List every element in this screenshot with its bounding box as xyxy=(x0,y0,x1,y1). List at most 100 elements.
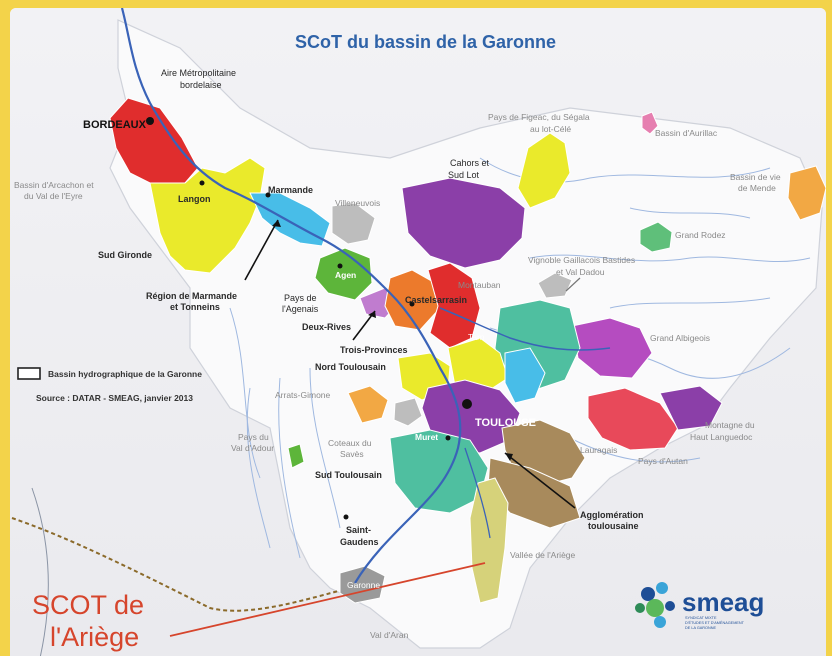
city-saint-gaudens-2: Gaudens xyxy=(340,537,379,547)
territory-ariege xyxy=(469,477,509,604)
label-agglo-2: toulousaine xyxy=(588,521,639,531)
territory-figeac xyxy=(517,132,571,209)
arrow-ariege-callout xyxy=(169,562,486,637)
label-nord-toulousain: Nord Toulousain xyxy=(315,362,386,372)
territory-val-adour xyxy=(287,443,305,469)
territory-villeneuvois xyxy=(331,202,376,245)
label-sud-gironde: Sud Gironde xyxy=(98,250,152,260)
label-grand-rodez: Grand Rodez xyxy=(675,230,726,240)
label-mende-1: Bassin de vie xyxy=(730,172,781,182)
label-cahors-1: Cahors et xyxy=(450,158,490,168)
territory-agen xyxy=(314,247,373,301)
territory-sud-gironde xyxy=(149,157,266,274)
label-pays-autan: Pays d'Autan xyxy=(638,456,688,466)
label-mende-2: de Mende xyxy=(738,183,776,193)
territory-mende xyxy=(787,165,826,221)
callout-line-2: l'Ariège xyxy=(50,622,139,652)
logo-sub-1: SYNDICAT MIXTE xyxy=(685,616,717,620)
tributaries xyxy=(229,157,811,559)
label-vignoble-1: Vignoble Gaillacois Bastides xyxy=(528,255,635,265)
label-bassin-arcachon-1: Bassin d'Arcachon et xyxy=(14,180,94,190)
label-val-aran: Val d'Aran xyxy=(370,630,409,640)
city-marmande: Marmande xyxy=(268,185,313,195)
logo-dot-6 xyxy=(654,616,666,628)
legend-source: Source : DATAR - SMEAG, janvier 2013 xyxy=(36,393,193,403)
label-cahors-2: Sud Lot xyxy=(448,170,480,180)
tarn-river xyxy=(439,307,611,351)
label-val-adour-1: Pays du xyxy=(238,432,269,442)
city-castelsarrasin: Castelsarrasin xyxy=(405,295,467,305)
label-sud-toulousain: Sud Toulousain xyxy=(315,470,382,480)
legend-swatch xyxy=(17,367,41,380)
label-deux-rives: Deux-Rives xyxy=(302,322,351,332)
label-val-adour-2: Val d'Adour xyxy=(231,443,274,453)
city-bordeaux: BORDEAUX xyxy=(83,119,147,131)
coastline xyxy=(31,487,49,656)
logo-dot-4 xyxy=(635,603,645,613)
map-title: SCoT du bassin de la Garonne xyxy=(295,32,556,52)
territory-montauban xyxy=(427,262,481,349)
label-coteaux-1: Coteaux du xyxy=(328,438,372,448)
muret-dot xyxy=(445,435,451,441)
castelsarrasin-dot xyxy=(409,301,415,307)
city-langon: Langon xyxy=(178,194,211,204)
city-saint-gaudens-1: Saint- xyxy=(346,525,371,535)
logo-dot-1 xyxy=(641,587,655,601)
label-aire-metro-2: bordelaise xyxy=(180,80,222,90)
logo-sub-2: D'ÉTUDES ET D'AMÉNAGEMENT xyxy=(685,620,745,625)
label-pays-agenais-1: Pays de xyxy=(284,293,317,303)
label-region-marmande-2: et Tonneins xyxy=(170,302,220,312)
label-river-tarn: Tarn xyxy=(468,332,485,342)
arrow-head xyxy=(505,453,513,461)
label-aurillac: Bassin d'Aurillac xyxy=(655,128,718,138)
arrow-vignoble xyxy=(565,277,581,292)
marmande-dot xyxy=(265,192,271,198)
city-muret: Muret xyxy=(415,432,438,442)
label-montagne-1: Montagne du xyxy=(705,420,755,430)
label-arrats: Arrats-Gimone xyxy=(275,390,331,400)
territory-coteaux xyxy=(347,385,389,424)
territory-aurillac xyxy=(641,111,659,135)
label-lauragais: Lauragais xyxy=(580,445,617,455)
smeag-logo: smeag SYNDICAT MIXTE D'ÉTUDES ET D'AMÉNA… xyxy=(635,582,764,630)
garonne-river xyxy=(120,8,462,584)
label-villeneuvois: Villeneuvois xyxy=(335,198,380,208)
territory-cahors xyxy=(401,177,526,269)
ariege-river xyxy=(464,447,491,539)
territory-grand-rodez xyxy=(639,221,673,253)
logo-dot-5 xyxy=(665,601,675,611)
logo-name: smeag xyxy=(682,587,764,617)
agen-dot xyxy=(337,263,343,269)
callout-line-1: SCOT de xyxy=(32,590,144,620)
langon-dot xyxy=(199,180,205,186)
label-vallee-ariege: Vallée de l'Ariège xyxy=(510,550,576,560)
territory-albigeois xyxy=(571,317,653,379)
logo-dot-3 xyxy=(646,599,664,617)
logo-sub-3: DE LA GARONNE xyxy=(685,626,716,630)
label-bassin-arcachon-2: du Val de l'Eyre xyxy=(24,191,83,201)
arrow-agglo xyxy=(504,452,576,509)
label-aire-metro-1: Aire Métropolitaine xyxy=(161,68,236,78)
city-agen: Agen xyxy=(335,270,356,280)
arrow-marmande xyxy=(244,219,279,281)
bordeaux-dot xyxy=(146,117,154,125)
territory-haut-languedoc xyxy=(659,385,723,431)
territory-castelsarrasin xyxy=(384,269,441,331)
label-figeac-1: Pays de Figeac, du Ségala xyxy=(488,112,590,122)
label-vignoble-2: et Val Dadou xyxy=(556,267,605,277)
label-montauban: Montauban xyxy=(458,280,501,290)
logo-dot-2 xyxy=(656,582,668,594)
label-grand-albigeois: Grand Albigeois xyxy=(650,333,710,343)
label-figeac-2: au lot-Célé xyxy=(530,124,571,134)
label-agglo-1: Agglomération xyxy=(580,510,644,520)
territory-grey-1 xyxy=(393,397,423,427)
arrow-head xyxy=(272,220,281,227)
toulouse-dot xyxy=(462,399,472,409)
map-canvas: SCoT du bassin de la Garonne BORDEAUX TO… xyxy=(10,8,826,656)
label-region-marmande-1: Région de Marmande xyxy=(146,291,237,301)
saint-gaudens-dot xyxy=(343,514,349,520)
city-toulouse: TOULOUSE xyxy=(475,417,536,429)
label-pays-agenais-2: l'Agenais xyxy=(282,304,319,314)
label-coteaux-2: Savès xyxy=(340,449,364,459)
